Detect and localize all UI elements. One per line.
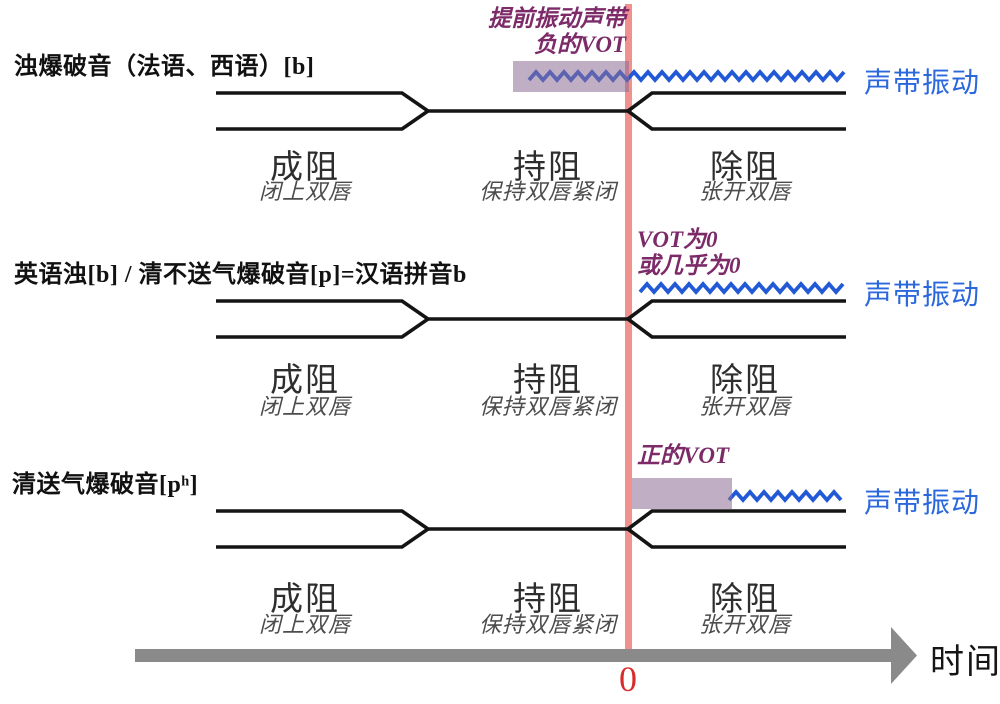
row3-stage1-sublabel: 闭上双唇 bbox=[258, 612, 351, 637]
time-axis-label: 时间 bbox=[930, 644, 1000, 681]
lip-diagram-row3 bbox=[216, 509, 846, 549]
row3-title: 清送气爆破音[pʰ] bbox=[12, 472, 199, 498]
row1-annotation-line1: 提前振动声带 bbox=[488, 6, 626, 31]
row3-annotation: 正的VOT bbox=[637, 443, 729, 469]
row1-annotation: 提前振动声带 负的VOT bbox=[400, 6, 626, 58]
zero-time-line bbox=[625, 4, 632, 652]
positive-vot-box bbox=[632, 478, 732, 509]
lip-diagram-row2 bbox=[216, 299, 846, 339]
negative-vot-box bbox=[513, 61, 629, 92]
row2-stage2-sublabel: 保持双唇紧闭 bbox=[478, 394, 617, 419]
row1-stage3-label: 除阻 bbox=[710, 150, 780, 186]
row1-stage2-sublabel: 保持双唇紧闭 bbox=[478, 179, 617, 204]
row3-stage2-sublabel: 保持双唇紧闭 bbox=[478, 612, 617, 637]
row1-stage2-label: 持阻 bbox=[513, 150, 583, 186]
row2-stage1-sublabel: 闭上双唇 bbox=[258, 394, 351, 419]
lip-diagram-row1 bbox=[216, 91, 846, 131]
row2-vocal-fold-label: 声带振动 bbox=[864, 280, 981, 311]
row3-annotation-line1: 正的VOT bbox=[637, 443, 729, 468]
row2-stage2-label: 持阻 bbox=[513, 363, 583, 399]
row2-annotation-line1: VOT为0 bbox=[637, 227, 718, 252]
row3-stage3-label: 除阻 bbox=[710, 582, 780, 618]
time-axis-arrow bbox=[135, 627, 917, 684]
row2-stage3-sublabel: 张开双唇 bbox=[698, 394, 791, 419]
vibration-zigzag-row2 bbox=[638, 281, 845, 295]
row2-stage1-label: 成阻 bbox=[270, 363, 340, 399]
row1-title: 浊爆破音（法语、西语）[b] bbox=[14, 54, 315, 80]
row1-stage3-sublabel: 张开双唇 bbox=[698, 179, 791, 204]
row2-stage3-label: 除阻 bbox=[710, 363, 780, 399]
row1-stage1-sublabel: 闭上双唇 bbox=[258, 179, 351, 204]
row3-stage3-sublabel: 张开双唇 bbox=[698, 612, 791, 637]
row3-stage1-label: 成阻 bbox=[270, 582, 340, 618]
row1-stage1-label: 成阻 bbox=[270, 150, 340, 186]
row2-annotation: VOT为0 或几乎为0 bbox=[637, 227, 741, 279]
row3-vocal-fold-label: 声带振动 bbox=[864, 488, 981, 519]
vibration-zigzag-row3 bbox=[727, 489, 843, 503]
row1-annotation-line2: 负的VOT bbox=[534, 32, 626, 57]
row2-title: 英语浊[b] / 清不送气爆破音[p]=汉语拼音b bbox=[14, 262, 467, 288]
zero-origin-label: 0 bbox=[619, 659, 637, 699]
row1-vocal-fold-label: 声带振动 bbox=[864, 68, 981, 99]
row2-annotation-line2: 或几乎为0 bbox=[637, 253, 741, 278]
row3-stage2-label: 持阻 bbox=[513, 582, 583, 618]
